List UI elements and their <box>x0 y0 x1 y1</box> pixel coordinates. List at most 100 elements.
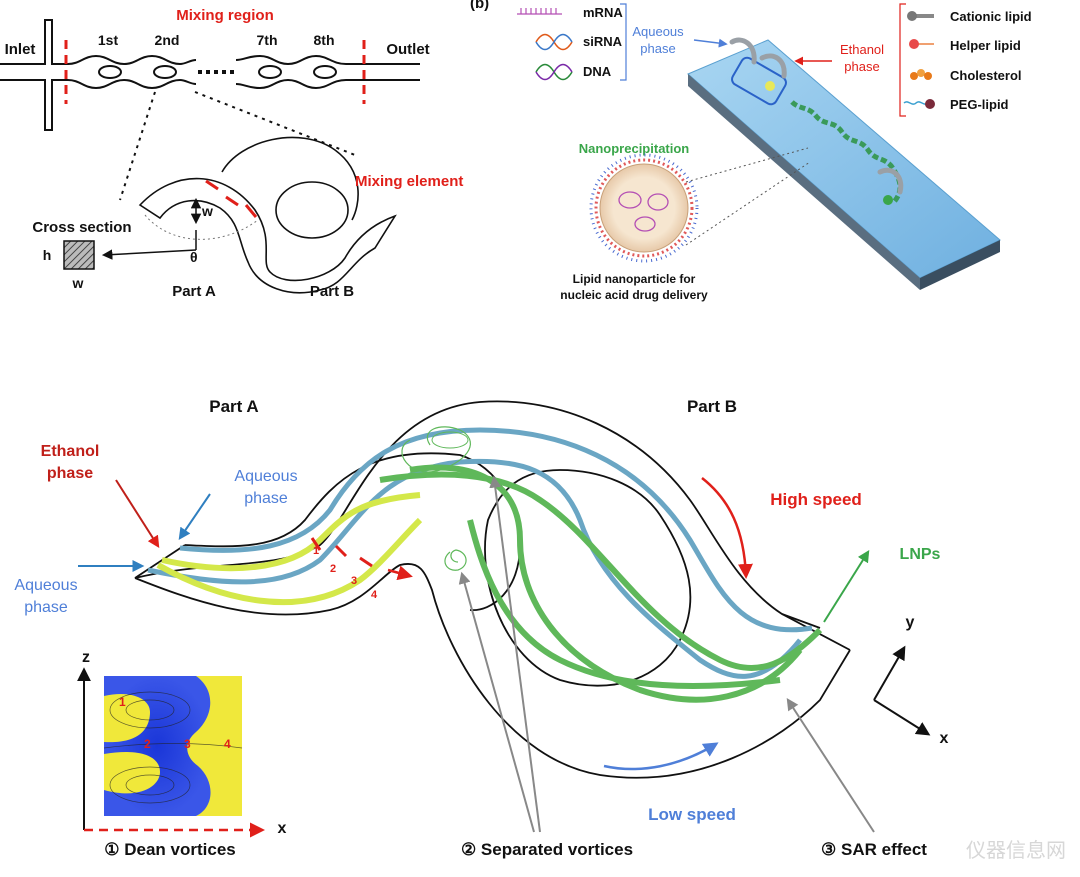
nanoprecipitation-label: Nanoprecipitation <box>579 141 690 156</box>
lnps-arrow <box>823 549 870 623</box>
upper-vortex <box>401 426 471 473</box>
lipid-bracket <box>899 3 906 117</box>
section-marker-4: 4 <box>371 589 378 601</box>
mixing-element-detail <box>138 136 397 294</box>
lipid-cationic-label: Cationic lipid <box>950 9 1032 24</box>
aqueous-phase-top-label-1: Aqueous <box>234 468 297 485</box>
y-axis-label: y <box>906 614 915 631</box>
sirna-icon <box>535 33 573 51</box>
part-a-mid-marker <box>225 195 239 207</box>
outlet-label: Outlet <box>386 41 429 58</box>
aqueous-phase-top-label-2: phase <box>244 490 288 507</box>
lipid-peg-label: PEG-lipid <box>950 97 1009 112</box>
cross-section-leader <box>101 249 197 260</box>
ethanol-phase-label-b-1: Ethanol <box>840 42 884 57</box>
lipid-nanoparticle-icon <box>589 153 699 263</box>
lipid-cholesterol-label: Cholesterol <box>950 68 1022 83</box>
aqueous-phase-label-b-1: Aqueous <box>632 24 684 39</box>
section-marker-4-line <box>387 565 413 581</box>
low-speed-arrow <box>603 742 719 771</box>
z-axis-label: z <box>82 649 90 666</box>
cholesterol-icon <box>910 69 932 80</box>
part-a-start-marker <box>205 179 219 191</box>
high-speed-label: High speed <box>770 490 862 509</box>
x-axis-arrow <box>873 699 931 736</box>
cargo-sirna-label: siRNA <box>583 34 623 49</box>
aqueous-phase-left-label-2: phase <box>24 599 68 616</box>
dean-marker-1: 1 <box>119 695 126 709</box>
panel-a: Mixing region Inlet Outlet 1st 2nd 7th 8… <box>0 7 463 300</box>
part-a-end-marker <box>244 204 258 218</box>
y-axis-arrow <box>873 645 906 701</box>
part-b-label: Part B <box>687 397 737 416</box>
dean-marker-3: 3 <box>184 737 191 751</box>
ethanol-phase-label-2: phase <box>47 465 93 482</box>
separated-vortices-caption: ② Separated vortices <box>461 840 633 859</box>
callout-sar <box>786 697 875 833</box>
mixing-region-label: Mixing region <box>176 7 274 24</box>
helper-lipid-icon <box>909 39 934 49</box>
low-speed-label: Low speed <box>648 805 736 824</box>
dean-vortex-inset <box>103 676 243 816</box>
section-marker-1: 1 <box>313 545 319 557</box>
inlet-tube-icon <box>729 37 904 205</box>
mixing-element-label: Mixing element <box>355 173 463 190</box>
cargo-mrna-label: mRNA <box>583 5 623 20</box>
cross-section-label: Cross section <box>32 219 131 236</box>
panel-b-tag: (b) <box>470 0 489 12</box>
element-label-1st: 1st <box>98 32 119 48</box>
theta-label: θ <box>190 249 198 265</box>
part-b-label-top: Part B <box>310 283 354 300</box>
lnp-zoom-guide-top <box>685 147 809 183</box>
element-label-7th: 7th <box>257 32 278 48</box>
zoom-guide-left <box>119 91 156 201</box>
cross-section-square <box>63 240 95 270</box>
aqueous-streamlines <box>147 427 813 679</box>
panel-c: Part A Part B <box>14 397 948 859</box>
section-marker-3-line <box>359 556 373 568</box>
panel-b: (b) mRNA siRNA DNA Aqueous phase <box>470 0 1032 302</box>
dean-marker-4: 4 <box>224 737 231 751</box>
aqueous-phase-label-b-2: phase <box>640 41 675 56</box>
section-marker-1-line <box>310 537 322 551</box>
section-marker-2: 2 <box>330 563 336 575</box>
element-label-8th: 8th <box>314 32 335 48</box>
sar-effect-caption: ③ SAR effect <box>821 840 927 859</box>
callout-vortex-lower <box>458 571 535 833</box>
part-a-label: Part A <box>209 397 258 416</box>
callout-vortex-upper <box>489 475 541 833</box>
aqueous-inlet-arrow <box>693 38 728 48</box>
high-speed-arrow <box>701 477 753 579</box>
serpentine-channel <box>67 54 420 90</box>
part-a-label-top: Part A <box>172 283 216 300</box>
cross-section-h-label: h <box>43 247 52 263</box>
lipid-helper-label: Helper lipid <box>950 38 1021 53</box>
inlet-channel-top <box>0 19 68 65</box>
microfluidic-chip <box>687 39 1001 290</box>
cargo-bracket <box>620 3 627 81</box>
lower-vortex <box>444 549 467 571</box>
mrna-icon <box>517 8 562 15</box>
upper-vortex-core <box>431 431 469 449</box>
dean-vortices-caption: ① Dean vortices <box>104 840 235 859</box>
cross-section-w-label: w <box>72 275 84 291</box>
x-axis-label: x <box>940 730 949 747</box>
watermark: 仪器信息网 <box>966 838 1066 862</box>
x-axis-inset-label: x <box>278 820 287 837</box>
dna-icon <box>535 63 573 81</box>
ethanol-phase-label-1: Ethanol <box>41 443 100 460</box>
ethanol-phase-arrow <box>115 479 160 549</box>
cationic-lipid-icon <box>907 11 934 21</box>
ethanol-phase-label-b-2: phase <box>844 59 879 74</box>
aqueous-phase-left-label-1: Aqueous <box>14 577 77 594</box>
element-width-label: w <box>201 203 213 219</box>
cargo-dna-label: DNA <box>583 64 612 79</box>
lnp-caption-1: Lipid nanoparticle for <box>573 272 696 286</box>
lnps-label: LNPs <box>900 546 941 563</box>
dean-marker-2: 2 <box>144 737 151 751</box>
inlet-channel-bottom <box>0 79 68 131</box>
section-marker-3: 3 <box>351 575 357 587</box>
inlet-label: Inlet <box>5 41 36 58</box>
lnp-caption-2: nucleic acid drug delivery <box>560 288 708 302</box>
